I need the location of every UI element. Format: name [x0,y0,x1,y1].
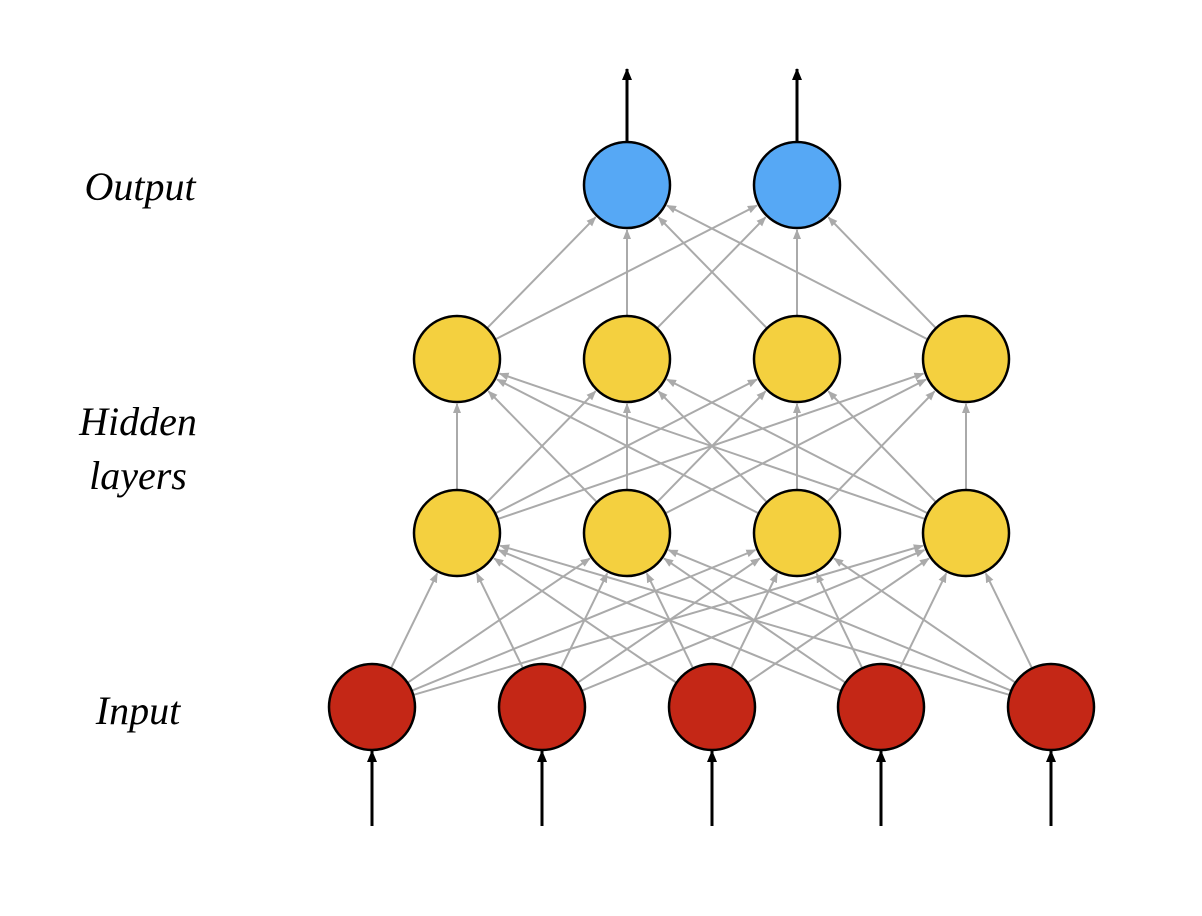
hidden-2-node-3 [921,314,1011,404]
connection-input-4-to-hidden-1-1 [667,549,1012,692]
input-label-text: Input [95,688,181,733]
output-node-1 [752,140,842,230]
hidden-2-node-2 [752,314,842,404]
connection-input-3-to-hidden-1-3 [899,572,948,669]
connection-hidden-1-3-to-hidden-2-1 [666,378,929,515]
connection-hidden-2-0-to-output-0 [486,216,597,329]
hidden-layers-label: Hidden layers [38,395,238,503]
connection-input-0-to-hidden-1-0 [390,572,439,669]
hidden-1-node-3 [921,488,1011,578]
connection-input-2-to-hidden-1-0 [493,557,678,684]
connection-input-3-to-hidden-1-0 [497,549,842,692]
hidden-2-node-0 [412,314,502,404]
connection-hidden-1-3-to-hidden-2-0 [498,372,926,521]
io-arrows-group [367,68,1056,826]
connection-hidden-1-1-to-hidden-2-0 [487,390,598,503]
input-layer-label: Input [38,684,238,738]
connection-input-4-to-hidden-1-2 [833,557,1017,684]
connection-hidden-2-3-to-output-0 [666,204,929,341]
connection-hidden-2-2-to-output-0 [657,216,768,329]
nodes-group [327,140,1096,752]
connection-input-4-to-hidden-1-0 [499,544,1010,696]
hidden-label-line-2: layers [89,453,187,498]
output-layer-label: Output [40,160,240,214]
connection-hidden-1-3-to-hidden-2-2 [827,390,937,503]
hidden-1-node-0 [412,488,502,578]
hidden-1-node-1 [582,488,672,578]
input-node-4 [1006,662,1096,752]
hidden-1-node-2 [752,488,842,578]
connections-group [390,204,1033,696]
connection-input-4-to-hidden-1-3 [984,572,1033,669]
hidden-label-line-1: Hidden [79,399,197,444]
connection-input-0-to-hidden-1-1 [406,557,591,684]
input-node-2 [667,662,757,752]
connection-hidden-1-2-to-hidden-2-3 [826,390,936,503]
connection-hidden-2-3-to-output-1 [827,216,937,329]
input-node-0 [327,662,417,752]
output-label-text: Output [84,164,196,209]
input-node-1 [497,662,587,752]
output-node-0 [582,140,672,230]
input-node-3 [836,662,926,752]
connection-hidden-1-2-to-hidden-2-0 [496,378,760,515]
hidden-2-node-1 [582,314,672,404]
connection-input-1-to-hidden-1-0 [475,572,524,669]
